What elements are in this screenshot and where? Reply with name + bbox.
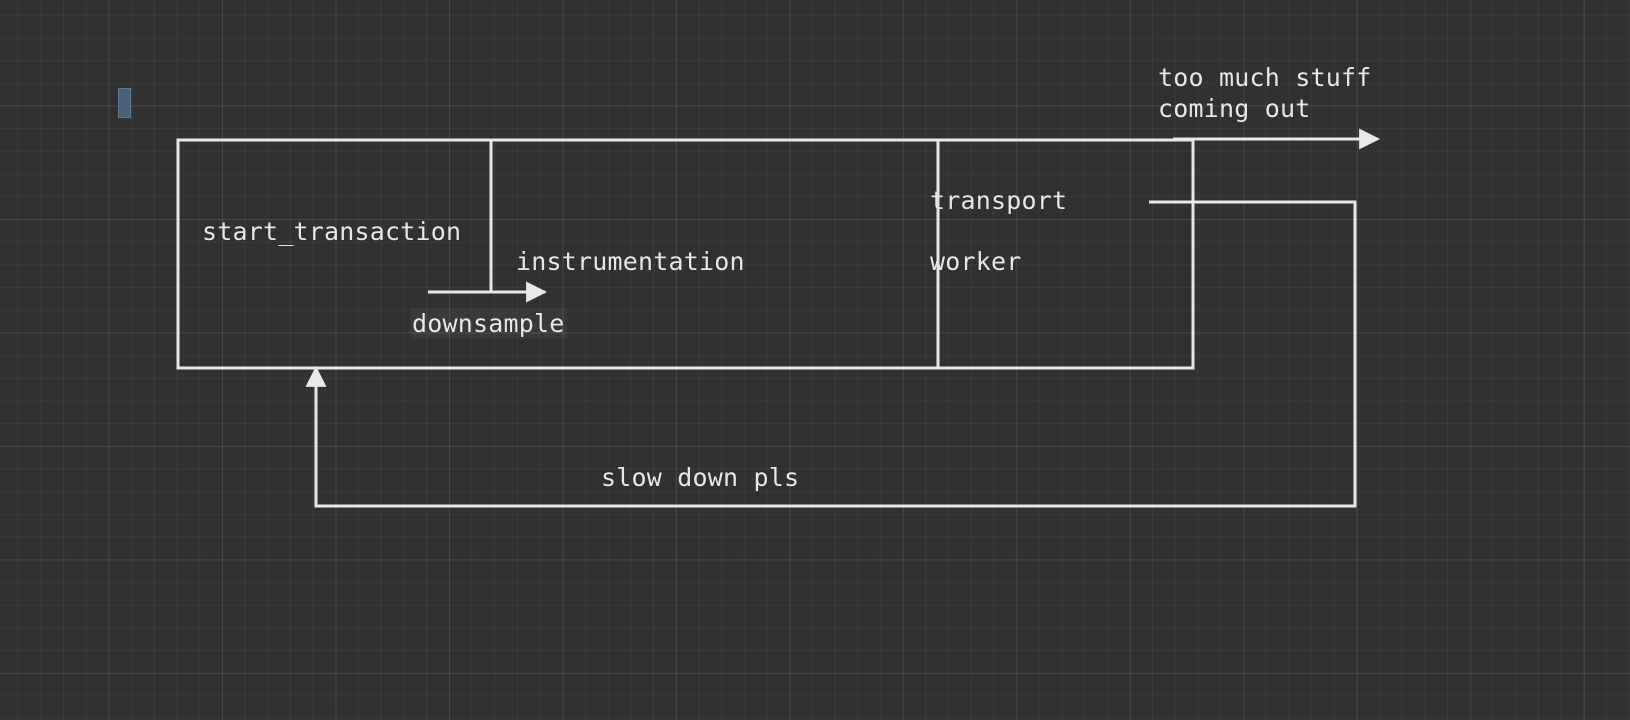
label-instrumentation[interactable]: instrumentation: [516, 247, 745, 276]
label-downsample[interactable]: downsample: [410, 308, 567, 339]
label-start-transaction[interactable]: start_transaction: [202, 217, 462, 246]
label-too-much-stuff-line1[interactable]: too much stuff: [1158, 63, 1372, 92]
label-worker[interactable]: worker: [930, 247, 1022, 276]
slow-down-pls-loop[interactable]: [305, 200, 1357, 508]
label-too-much-stuff-line2[interactable]: coming out: [1158, 94, 1311, 123]
selection-caret[interactable]: [118, 88, 131, 118]
start-transaction-box[interactable]: [176, 138, 1195, 370]
label-transport[interactable]: transport: [930, 186, 1068, 215]
label-slow-down-pls[interactable]: slow down pls: [601, 463, 800, 492]
